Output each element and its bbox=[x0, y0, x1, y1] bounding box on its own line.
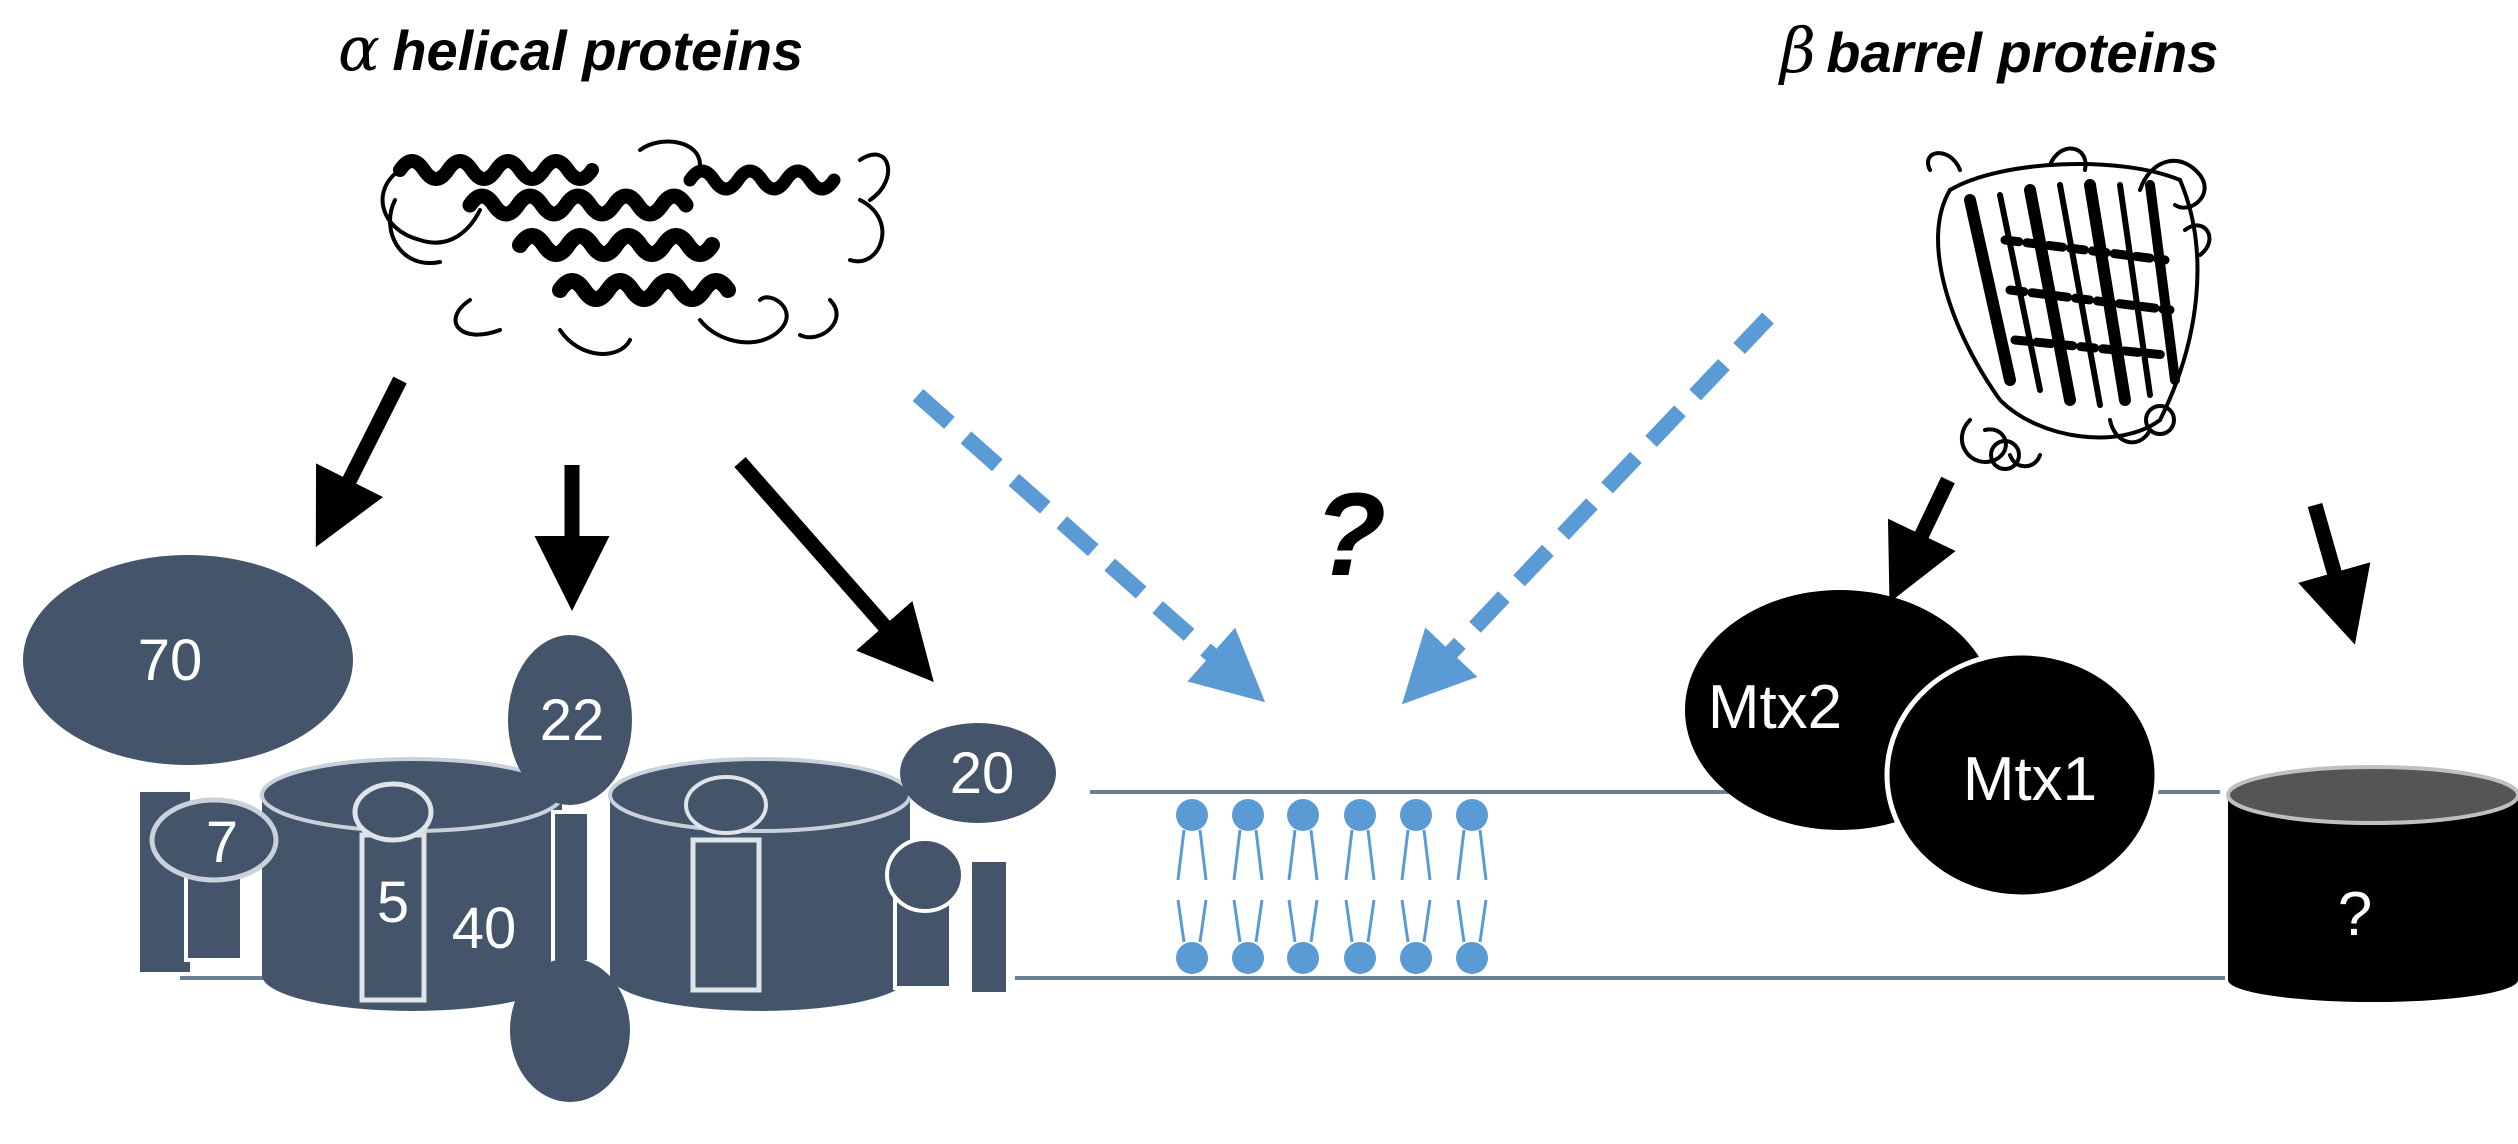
lipid-head-top bbox=[1456, 799, 1488, 831]
lipid-head-top bbox=[1344, 799, 1376, 831]
arrow-to-mtx bbox=[1887, 476, 1956, 603]
lipid-tail bbox=[1309, 829, 1319, 881]
lipid-tail bbox=[1344, 899, 1354, 943]
lipid-tail bbox=[1287, 899, 1297, 943]
lipid-tail bbox=[1478, 829, 1488, 881]
mtx1-protein bbox=[1884, 650, 2160, 900]
tom-complex bbox=[23, 555, 1056, 1102]
lipid-tail bbox=[1456, 829, 1466, 881]
alpha-helical-protein-structure-icon bbox=[380, 139, 890, 356]
alpha-helical-arrows bbox=[315, 376, 934, 683]
tom22-receptor bbox=[508, 635, 632, 805]
mtx2-label: Mtx2 bbox=[1708, 673, 1842, 742]
lipid-tail bbox=[1366, 829, 1376, 881]
lipid-tail bbox=[1344, 829, 1354, 881]
dashed-arrow-beta-to-membrane bbox=[1401, 312, 1774, 705]
tom7-label: 7 bbox=[206, 810, 238, 875]
lipid-tail bbox=[1232, 829, 1242, 881]
lipid-tail bbox=[1176, 899, 1186, 943]
barrel-question-label: ? bbox=[2338, 880, 2372, 949]
lipid-tail bbox=[1254, 899, 1264, 943]
tom20-receptor bbox=[900, 723, 1056, 823]
lipid-tail bbox=[1366, 899, 1376, 943]
arrow-to-unknown-barrel bbox=[2298, 502, 2371, 645]
lipid-head-top bbox=[1400, 799, 1432, 831]
lipid-tail bbox=[1254, 829, 1264, 881]
lipid-tail bbox=[1422, 899, 1432, 943]
lipid-tail bbox=[1400, 829, 1410, 881]
mtx1-label: Mtx1 bbox=[1963, 745, 2097, 814]
tom40-label: 40 bbox=[452, 896, 517, 961]
arrow-to-tom20 bbox=[734, 457, 934, 683]
lipid-tail bbox=[1287, 829, 1297, 881]
lipid-tail bbox=[1422, 829, 1432, 881]
unknown-beta-barrel-channel bbox=[2226, 765, 2518, 1002]
tom7-subunit bbox=[149, 797, 279, 883]
lipid-tail bbox=[1198, 899, 1208, 943]
lipid-head-top bbox=[1176, 799, 1208, 831]
lipid-tail bbox=[1176, 829, 1186, 881]
lipid-tail bbox=[1456, 899, 1466, 943]
beta-barrel-title: β barrel proteins bbox=[1778, 14, 2218, 87]
lipid-tail bbox=[1400, 899, 1410, 943]
lipid-head-top bbox=[1287, 799, 1319, 831]
lipid-head-bottom bbox=[1232, 942, 1264, 974]
unknown-pathway-question: ? bbox=[1314, 469, 1386, 601]
lipid-head-bottom bbox=[1400, 942, 1432, 974]
tom70-label: 70 bbox=[138, 628, 203, 693]
arrow-to-tom70 bbox=[315, 376, 407, 548]
lipid-head-bottom bbox=[1176, 942, 1208, 974]
tom22-label: 22 bbox=[540, 688, 605, 753]
alpha-helical-title: α helical proteins bbox=[338, 12, 803, 85]
beta-barrel-protein-structure-icon bbox=[1926, 146, 2212, 471]
tom20-label: 20 bbox=[950, 741, 1015, 806]
tom70-receptor bbox=[23, 555, 353, 765]
lipid-tail bbox=[1198, 829, 1208, 881]
lipid-tail bbox=[1478, 899, 1488, 943]
beta-barrel-arrows bbox=[1887, 476, 2371, 645]
lipid-head-top bbox=[1232, 799, 1264, 831]
dashed-arrows bbox=[912, 312, 1774, 705]
lipid-head-bottom bbox=[1456, 942, 1488, 974]
tom5-label: 5 bbox=[377, 870, 409, 935]
lipid-head-bottom bbox=[1344, 942, 1376, 974]
lipid-tail bbox=[1232, 899, 1242, 943]
lipid-head-bottom bbox=[1287, 942, 1319, 974]
lipid-tail bbox=[1309, 899, 1319, 943]
lipid-bilayer bbox=[1176, 799, 1488, 974]
dashed-arrow-alpha-to-membrane bbox=[912, 389, 1266, 703]
